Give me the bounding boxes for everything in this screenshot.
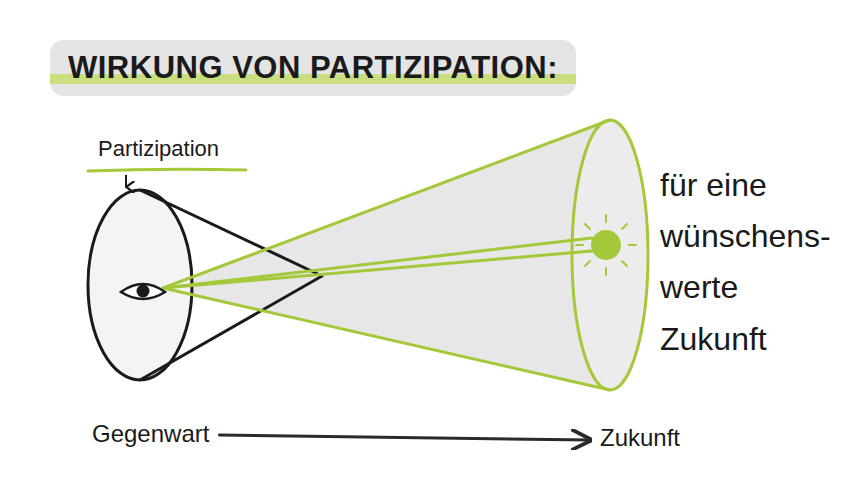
title: WIRKUNG VON PARTIZIPATION: <box>50 40 576 96</box>
eye-symbol <box>121 284 165 299</box>
vision-cone-fill <box>163 120 610 390</box>
label-underline <box>88 169 246 171</box>
part-label: Partizipation <box>98 136 219 162</box>
time-arrow <box>219 435 590 440</box>
goal-label: für eine wünschens- werte Zukunft <box>660 160 840 365</box>
pointer-arrow <box>125 175 127 187</box>
vision-cone-rim <box>572 120 648 390</box>
sun-symbol <box>576 215 636 275</box>
axis-label: Gegenwart <box>92 420 209 449</box>
sight-lines <box>163 120 610 390</box>
axis-label: Zukunft <box>600 424 680 453</box>
